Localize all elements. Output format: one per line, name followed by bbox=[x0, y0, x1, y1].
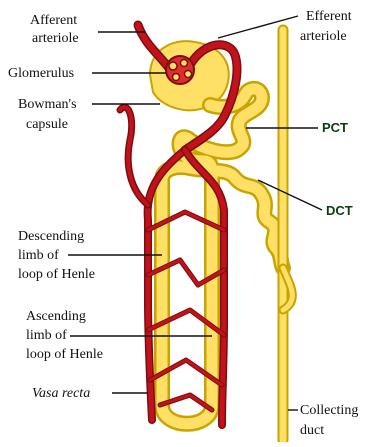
glomerulus-knot bbox=[166, 56, 194, 84]
label-dct: DCT bbox=[326, 203, 353, 218]
label-afferent-line1: Afferent bbox=[30, 13, 77, 28]
label-collecting-line2: duct bbox=[300, 423, 324, 438]
label-efferent-line1: Efferent bbox=[306, 9, 352, 24]
label-bowmans-line2: capsule bbox=[26, 117, 68, 132]
label-ascending-line3: loop of Henle bbox=[26, 347, 103, 362]
label-vasa-recta: Vasa recta bbox=[32, 386, 90, 401]
label-descending-line1: Descending bbox=[18, 229, 84, 244]
label-pct: PCT bbox=[322, 120, 348, 135]
label-descending-line3: loop of Henle bbox=[18, 267, 95, 282]
label-descending-line2: limb of bbox=[18, 248, 59, 263]
label-collecting-line1: Collecting bbox=[300, 403, 358, 418]
label-efferent-line2: arteriole bbox=[300, 29, 347, 44]
label-glomerulus: Glomerulus bbox=[8, 66, 74, 81]
label-ascending-line1: Ascending bbox=[26, 309, 86, 324]
label-afferent-line2: arteriole bbox=[32, 31, 79, 46]
label-bowmans-line1: Bowman's bbox=[18, 97, 77, 112]
label-ascending-line2: limb of bbox=[26, 328, 67, 343]
